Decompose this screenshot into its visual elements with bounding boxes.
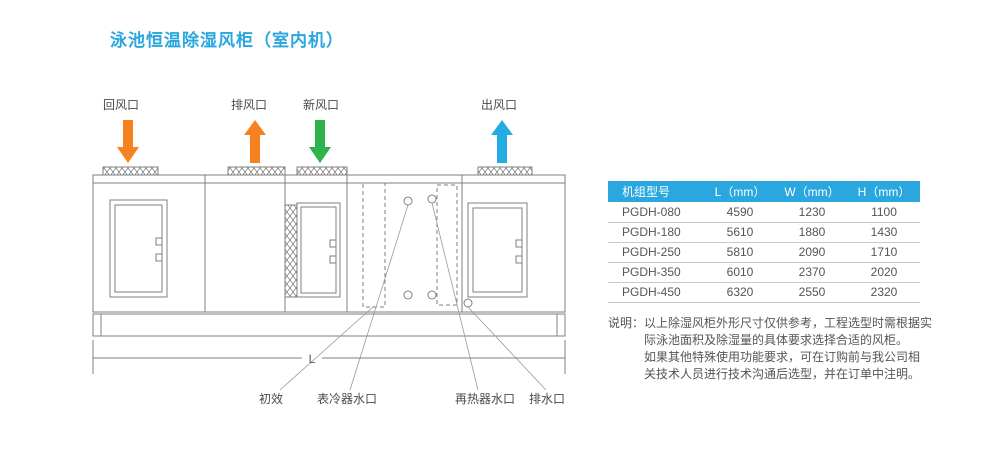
filter-section — [362, 182, 386, 308]
label-exhaust-air: 排风口 — [231, 98, 268, 112]
cell-height: 2020 — [848, 262, 920, 283]
cell-model: PGDH-450 — [608, 282, 704, 303]
cell-length: 5810 — [704, 242, 776, 263]
table-row: PGDH-450 6320 2550 2320 — [608, 282, 920, 303]
top-vents — [102, 166, 533, 176]
cell-length: 5610 — [704, 222, 776, 243]
cell-model: PGDH-080 — [608, 202, 704, 223]
supply-air-arrow — [491, 120, 513, 163]
cell-model: PGDH-180 — [608, 222, 704, 243]
label-reheater-water-port: 再热器水口 — [455, 392, 516, 406]
middle-access-door — [296, 202, 341, 298]
header-model: 机组型号 — [608, 181, 704, 202]
note-line: 关技术人员进行技术沟通后选型，并在订单中注明。 — [644, 367, 921, 381]
cell-model: PGDH-250 — [608, 242, 704, 263]
cell-width: 2090 — [776, 242, 848, 263]
label-supply-air: 出风口 — [481, 98, 518, 112]
cell-width: 1230 — [776, 202, 848, 223]
table-row: PGDH-350 6010 2370 2020 — [608, 262, 920, 283]
exhaust-air-arrow — [244, 120, 266, 163]
cell-width: 2550 — [776, 282, 848, 303]
cell-height: 1100 — [848, 202, 920, 223]
cell-height: 1710 — [848, 242, 920, 263]
note-line: 如果其他特殊使用功能要求，可在订购前与我公司相 — [644, 350, 921, 364]
cell-width: 2370 — [776, 262, 848, 283]
cell-length: 6320 — [704, 282, 776, 303]
cell-model: PGDH-350 — [608, 262, 704, 283]
header-length: L（mm） — [704, 181, 776, 202]
label-drain-port: 排水口 — [529, 392, 566, 406]
table-row: PGDH-180 5610 1880 1430 — [608, 222, 920, 243]
return-grille — [284, 204, 298, 298]
cell-length: 4590 — [704, 202, 776, 223]
note-line: 际泳池面积及除湿量的具体要求选择合适的风柜。 — [644, 333, 909, 347]
spec-table: 机组型号 L（mm） W（mm） H（mm） PGDH-080 4590 123… — [608, 181, 920, 303]
header-width: W（mm） — [776, 181, 848, 202]
left-access-door — [109, 199, 168, 298]
fresh-air-arrow — [309, 120, 331, 163]
table-row: PGDH-250 5810 2090 1710 — [608, 242, 920, 263]
cabinet-outline — [92, 174, 566, 313]
cell-length: 6010 — [704, 262, 776, 283]
water-ports — [403, 194, 473, 308]
label-cooler-water-port: 表冷器水口 — [317, 392, 378, 406]
right-access-door — [467, 202, 528, 298]
coil-section — [436, 184, 458, 306]
base-frame — [92, 313, 566, 337]
note: 说明：以上除湿风柜外形尺寸仅供参考，工程选型时需根据实 际泳池面积及除湿量的具体… — [608, 315, 932, 383]
leader-lines — [279, 202, 547, 391]
return-air-arrow — [117, 120, 139, 163]
page-title: 泳池恒温除湿风柜（室内机） — [110, 31, 344, 50]
cell-height: 2320 — [848, 282, 920, 303]
label-fresh-air: 新风口 — [303, 98, 340, 112]
dimension-label: L — [309, 352, 316, 366]
spec-table-header-row: 机组型号 L（mm） W（mm） H（mm） — [608, 181, 920, 202]
note-line: 说明：以上除湿风柜外形尺寸仅供参考，工程选型时需根据实 — [608, 316, 933, 330]
unit-diagram: L — [92, 120, 566, 391]
header-height: H（mm） — [848, 181, 920, 202]
label-primary-filter: 初效 — [259, 392, 284, 406]
drain-port-circle — [463, 298, 473, 308]
length-dimension — [92, 340, 566, 374]
cell-height: 1430 — [848, 222, 920, 243]
label-return-air: 回风口 — [103, 98, 140, 112]
table-row: PGDH-080 4590 1230 1100 — [608, 202, 920, 223]
cell-width: 1880 — [776, 222, 848, 243]
